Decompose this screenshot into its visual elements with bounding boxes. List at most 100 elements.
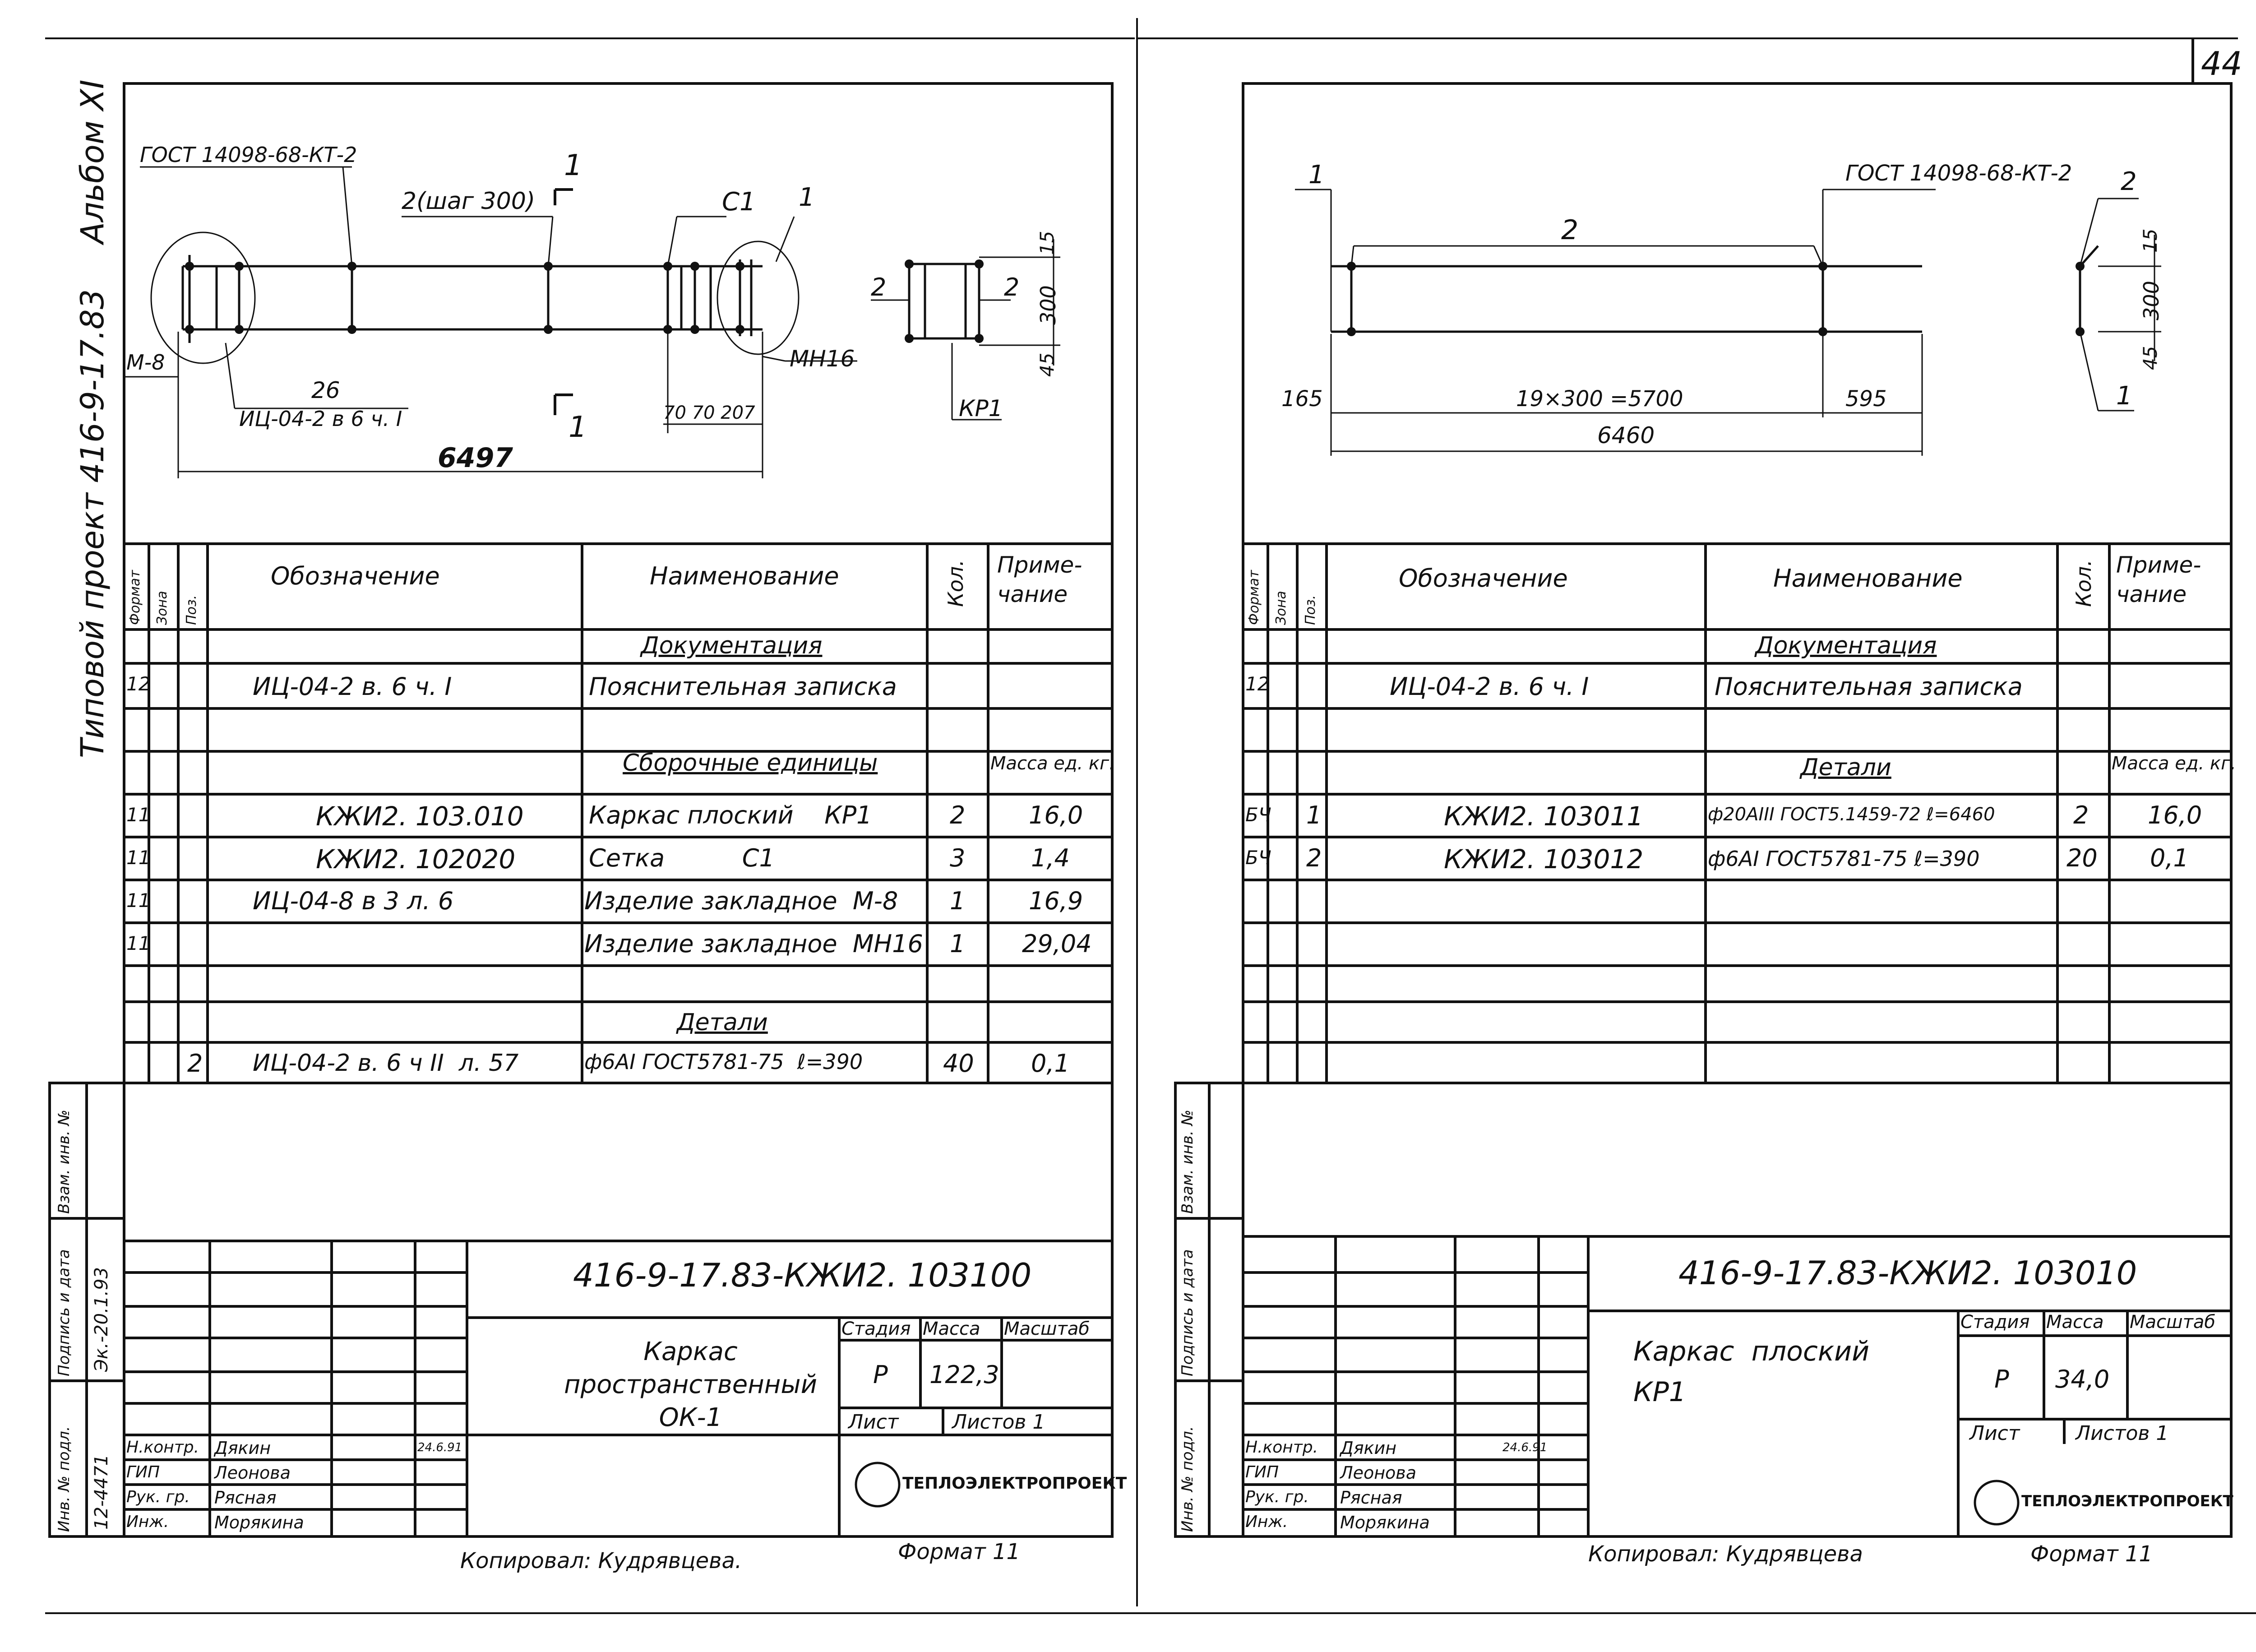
- right-sec-2: 2: [2121, 167, 2137, 196]
- right-pos2-label: 2: [1561, 214, 1579, 246]
- right-hdr-designation: Обозначение: [1399, 564, 1568, 592]
- left-row-format: 11: [126, 847, 151, 869]
- project-label: Типовой проект 416-9-17.83: [74, 289, 111, 758]
- right-row-name: Пояснительная записка: [1715, 672, 2023, 701]
- right-row-note: 0,1: [2150, 844, 2189, 872]
- left-role: ГИП: [126, 1463, 160, 1481]
- left-row-name: Пояснительная записка: [589, 672, 897, 701]
- right-row-note: 16,0: [2148, 801, 2202, 829]
- right-role: Инж.: [1245, 1513, 1288, 1531]
- right-row-name: ф20АIII ГОСТ5.1459-72 ℓ=6460: [1708, 804, 1995, 825]
- left-row-note: 29,04: [1022, 930, 1092, 958]
- left-section-docs: Документация: [641, 632, 823, 659]
- right-row-pos: 2: [1306, 844, 1322, 872]
- left-row-name: Сетка С1: [589, 844, 775, 872]
- left-hdr-pos: Поз.: [184, 595, 199, 625]
- left-hdr-note: Приме- чание: [997, 552, 1082, 607]
- tep-logo-right: [1974, 1480, 2020, 1526]
- left-cage-view: [124, 166, 1060, 478]
- left-row-designation: КЖИ2. 103.010: [316, 801, 524, 832]
- left-org-name: ТЕПЛОЭЛЕКТРОПРОЕКТ: [902, 1474, 1127, 1493]
- left-overall-dim: 6497: [438, 442, 513, 474]
- right-row-format: БЧ: [1245, 847, 1271, 869]
- left-row-pos: 2: [187, 1049, 203, 1078]
- left-mn16-label: МН16: [790, 346, 855, 372]
- left-row-designation: ИЦ-04-2 в. 6 ч. I: [253, 672, 452, 701]
- left-person: Дякин: [214, 1438, 271, 1458]
- left-sec-45: 45: [1036, 352, 1058, 377]
- right-row-name: ф6AI ГОСТ5781-75 ℓ=390: [1708, 847, 1980, 871]
- right-weld-dots: [1347, 262, 2085, 336]
- left-dims-small: 70 70 207: [663, 403, 755, 423]
- left-mass-header: Масса: [923, 1319, 980, 1339]
- right-section-docs: Документация: [1755, 632, 1937, 659]
- left-sec-15: 15: [1036, 231, 1058, 255]
- left-format: Формат 11: [898, 1539, 1021, 1564]
- right-row-pos: 1: [1306, 801, 1322, 829]
- right-dim-595: 595: [1845, 386, 1887, 412]
- right-role: ГИП: [1245, 1463, 1279, 1481]
- left-person: Морякина: [214, 1513, 304, 1532]
- left-row-qty: 3: [950, 844, 966, 872]
- right-mass-value: 34,0: [2055, 1365, 2110, 1393]
- left-gost-label: ГОСТ 14098-68-КТ-2: [140, 143, 357, 167]
- left-section-mark-top: 1: [564, 149, 582, 182]
- left-stage-header: Стадия: [841, 1319, 911, 1339]
- right-sec-300: 300: [2139, 281, 2164, 320]
- left-sec-label-2: 2: [871, 273, 887, 301]
- right-dim-5700: 19×300 =5700: [1516, 386, 1683, 412]
- right-hdr-pos: Поз.: [1303, 595, 1318, 625]
- right-person: Рясная: [1340, 1488, 1402, 1508]
- left-row-name: ф6AI ГОСТ5781-75 ℓ=390: [584, 1050, 863, 1074]
- right-person: Дякин: [1340, 1438, 1397, 1458]
- right-side-label-inv: Инв. № подл.: [1179, 1426, 1197, 1532]
- right-sheet-header: Лист: [1969, 1422, 2020, 1445]
- left-row-format: 11: [126, 889, 151, 912]
- right-person: Леонова: [1340, 1463, 1416, 1483]
- left-side-label-sign: Подпись и дата: [55, 1249, 73, 1376]
- right-hdr-note: Приме- чание: [2116, 552, 2201, 607]
- left-row-format: 12: [126, 673, 151, 695]
- left-mass-note: Масса ед. кг.: [990, 753, 1115, 774]
- left-inv-no: 12-4471: [91, 1454, 112, 1530]
- right-dim-6460: 6460: [1597, 422, 1655, 449]
- left-person: Леонова: [214, 1463, 291, 1483]
- left-side-label-replace: Взам. инв. №: [55, 1110, 73, 1214]
- left-sheet-header: Лист: [848, 1411, 899, 1434]
- left-weld-dots: [185, 259, 984, 343]
- left-pos1-label: 1: [799, 183, 815, 212]
- left-doc-code: 416-9-17.83-КЖИ2. 103100: [573, 1256, 1032, 1294]
- right-side-label-sign: Подпись и дата: [1179, 1249, 1197, 1376]
- left-hdr-zone: Зона: [154, 591, 170, 625]
- left-section-parts: Детали: [677, 1009, 768, 1036]
- right-person: Морякина: [1340, 1513, 1430, 1532]
- left-role: Рук. гр.: [126, 1488, 190, 1506]
- right-scale-header: Масштаб: [2130, 1312, 2216, 1333]
- right-row-designation: КЖИ2. 103011: [1444, 801, 1644, 832]
- left-row-format: 11: [126, 804, 151, 826]
- left-section-asm: Сборочные единицы: [623, 750, 878, 777]
- right-cage-view: [1295, 189, 2161, 456]
- right-row-format: 12: [1245, 673, 1270, 695]
- right-sec-15: 15: [2139, 228, 2161, 253]
- right-row-designation: ИЦ-04-2 в. 6 ч. I: [1390, 672, 1589, 701]
- left-hdr-designation: Обозначение: [271, 562, 440, 590]
- right-hdr-format: Формат: [1246, 570, 1262, 625]
- left-section-mark-bottom: 1: [569, 411, 587, 444]
- right-hdr-zone: Зона: [1273, 591, 1289, 625]
- left-row-name: Изделие закладное МН16: [584, 930, 923, 958]
- left-mass-value: 122,3: [929, 1360, 999, 1389]
- left-scale-header: Масштаб: [1004, 1319, 1090, 1339]
- left-row-note: 0,1: [1031, 1049, 1070, 1078]
- page-number: 44: [2201, 45, 2242, 83]
- right-gost-label: ГОСТ 14098-68-КТ-2: [1845, 161, 2072, 186]
- left-row-qty: 1: [950, 930, 966, 958]
- left-dim-26: 26: [311, 377, 340, 403]
- right-sec-45: 45: [2139, 346, 2161, 370]
- left-row-designation: ИЦ-04-8 в 3 л. 6: [253, 887, 454, 915]
- left-date: 24.6.91: [417, 1441, 462, 1454]
- tep-logo-left: [855, 1462, 901, 1508]
- right-row-format: БЧ: [1245, 804, 1271, 826]
- left-row-note: 16,9: [1029, 887, 1083, 915]
